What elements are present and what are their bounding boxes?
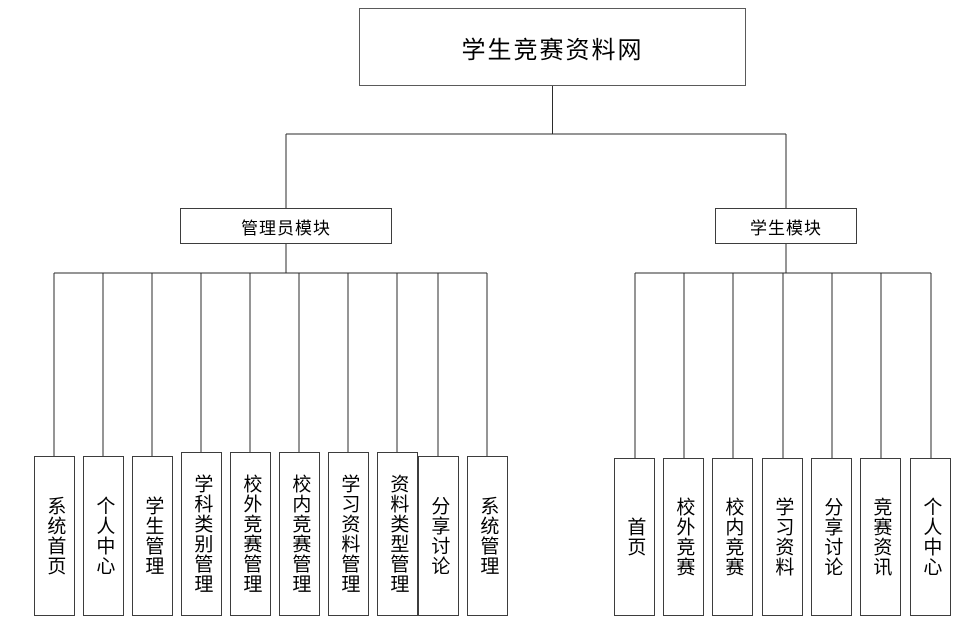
leaf-node-admin-9[interactable]: 分享讨论 — [418, 456, 459, 616]
root-node[interactable]: 学生竞赛资料网 — [359, 8, 746, 86]
leaf-node-admin-2[interactable]: 个人中心 — [83, 456, 124, 616]
leaf-node-student-4-label: 学习资料 — [772, 497, 795, 577]
leaf-node-admin-1-label: 系统首页 — [44, 496, 67, 576]
leaf-node-admin-4-label: 学科类别管理 — [191, 474, 214, 594]
leaf-node-admin-7-label: 学习资料管理 — [338, 474, 361, 594]
leaf-node-admin-7[interactable]: 学习资料管理 — [328, 452, 369, 616]
module-node-student[interactable]: 学生模块 — [715, 208, 857, 244]
leaf-node-admin-6[interactable]: 校内竞赛管理 — [279, 452, 320, 616]
root-node-label: 学生竞赛资料网 — [461, 35, 644, 64]
leaf-node-admin-3-label: 学生管理 — [142, 496, 165, 576]
leaf-node-student-1[interactable]: 首页 — [614, 458, 655, 616]
leaf-node-student-4[interactable]: 学习资料 — [762, 458, 803, 616]
leaf-node-admin-4[interactable]: 学科类别管理 — [181, 452, 222, 616]
leaf-node-student-2-label: 校外竞赛 — [673, 497, 696, 577]
leaf-node-admin-8[interactable]: 资料类型管理 — [377, 452, 418, 616]
leaf-node-admin-3[interactable]: 学生管理 — [132, 456, 173, 616]
leaf-node-admin-10[interactable]: 系统管理 — [467, 456, 508, 616]
leaf-node-student-7-label: 个人中心 — [920, 497, 943, 577]
leaf-node-admin-5-label: 校外竞赛管理 — [240, 474, 263, 594]
module-node-admin-label: 管理员模块 — [241, 218, 331, 239]
leaf-node-admin-1[interactable]: 系统首页 — [34, 456, 75, 616]
leaf-node-admin-2-label: 个人中心 — [93, 496, 116, 576]
leaf-node-student-3-label: 校内竞赛 — [722, 497, 745, 577]
leaf-node-admin-6-label: 校内竞赛管理 — [289, 474, 312, 594]
leaf-node-student-5[interactable]: 分享讨论 — [811, 458, 852, 616]
leaf-node-admin-5[interactable]: 校外竞赛管理 — [230, 452, 271, 616]
leaf-node-student-1-label: 首页 — [624, 517, 647, 557]
leaf-node-student-6-label: 竞赛资讯 — [870, 497, 893, 577]
leaf-node-admin-9-label: 分享讨论 — [428, 496, 451, 576]
module-node-student-label: 学生模块 — [750, 218, 822, 239]
leaf-node-student-2[interactable]: 校外竞赛 — [663, 458, 704, 616]
leaf-node-admin-10-label: 系统管理 — [477, 496, 500, 576]
leaf-node-student-6[interactable]: 竞赛资讯 — [860, 458, 901, 616]
leaf-node-student-7[interactable]: 个人中心 — [910, 458, 951, 616]
leaf-node-student-3[interactable]: 校内竞赛 — [712, 458, 753, 616]
leaf-node-student-5-label: 分享讨论 — [821, 497, 844, 577]
leaf-node-admin-8-label: 资料类型管理 — [387, 474, 410, 594]
module-node-admin[interactable]: 管理员模块 — [180, 208, 392, 244]
